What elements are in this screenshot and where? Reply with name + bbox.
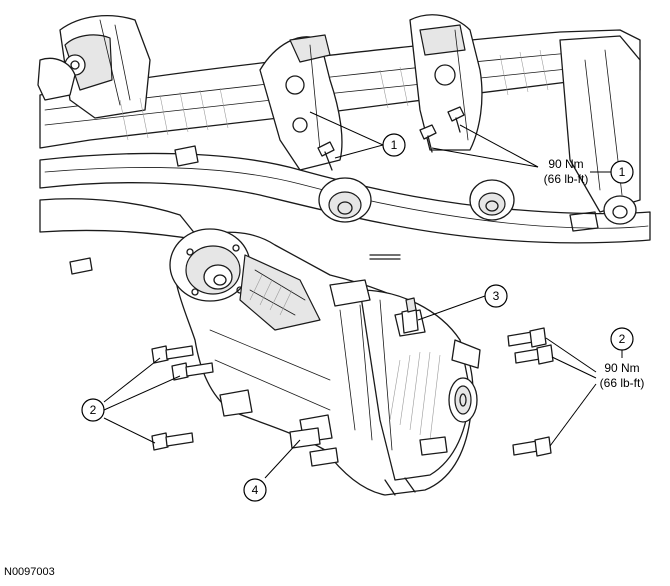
- svg-text:(66 lb-ft): (66 lb-ft): [544, 172, 589, 186]
- differential-bolt-left-middle: [171, 362, 214, 381]
- svg-text:2: 2: [90, 403, 97, 417]
- differential-bolt-left-bottom: [151, 432, 194, 451]
- svg-text:90 Nm: 90 Nm: [604, 361, 639, 375]
- torque-spec-subframe: 90 Nm (66 lb-ft): [544, 157, 589, 186]
- leader-lines: [103, 111, 623, 479]
- figure-id: N0097003: [4, 566, 55, 578]
- subframe-bolt: [419, 124, 437, 153]
- callout-4: 4: [243, 478, 267, 502]
- svg-text:3: 3: [493, 289, 500, 303]
- torque-spec-differential: 90 Nm (66 lb-ft): [600, 361, 645, 390]
- callout-1-right: 1: [610, 160, 634, 184]
- svg-text:4: 4: [252, 483, 259, 497]
- differential-bolt-right-middle: [514, 344, 554, 365]
- callout-3: 3: [484, 284, 508, 308]
- svg-text:90 Nm: 90 Nm: [548, 157, 583, 171]
- differential-bolt-left-top: [151, 345, 194, 364]
- differential-bolt-right-bottom: [512, 436, 552, 457]
- differential-bolt-right-top: [507, 327, 547, 348]
- rear-subframe: [37, 14, 651, 275]
- svg-text:(66 lb-ft): (66 lb-ft): [600, 376, 645, 390]
- svg-text:1: 1: [619, 165, 626, 179]
- svg-text:1: 1: [391, 138, 398, 152]
- callout-2-left: 2: [81, 398, 105, 422]
- subframe-bolt: [317, 141, 335, 171]
- callout-1-left: 1: [382, 133, 406, 157]
- rear-differential: [169, 228, 481, 496]
- callout-2-right: 2: [610, 327, 634, 351]
- svg-text:2: 2: [619, 332, 626, 346]
- subframe-bolt: [447, 106, 465, 133]
